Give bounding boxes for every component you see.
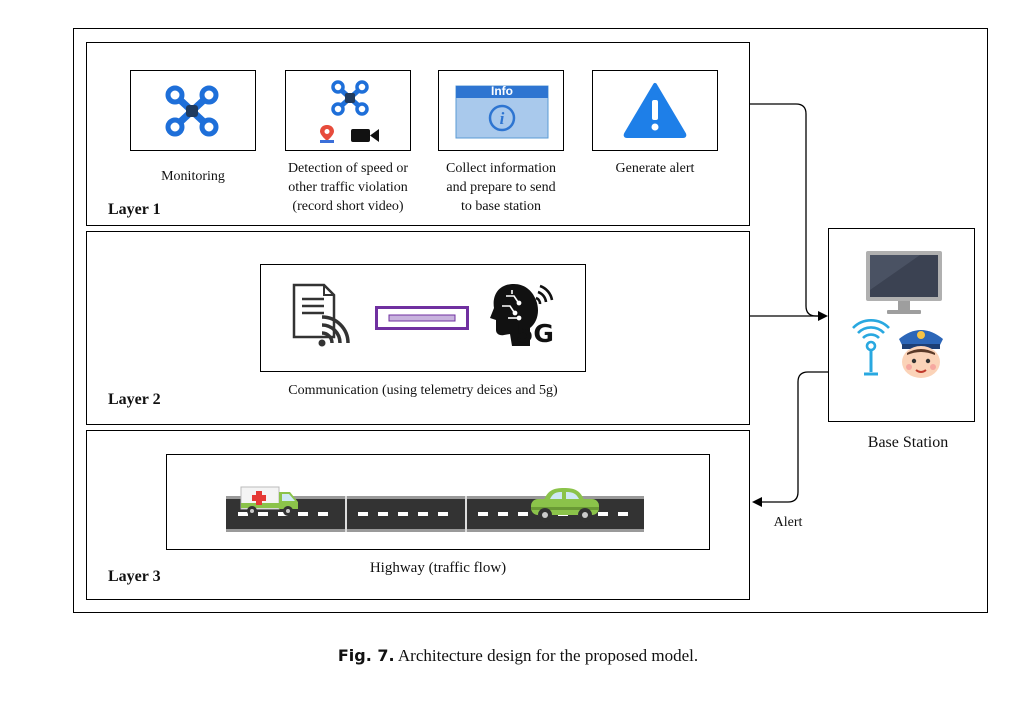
detection-box xyxy=(285,70,411,151)
communication-caption: Communication (using telemetry deices an… xyxy=(288,383,558,398)
monitor-icon xyxy=(866,251,942,314)
collect-info-caption: Collect information and prepare to send … xyxy=(445,161,557,214)
5g-head-icon xyxy=(490,284,554,346)
generate-alert-caption: Generate alert xyxy=(615,161,695,176)
modem-icon xyxy=(375,306,469,330)
ambulance-icon xyxy=(240,486,298,516)
antenna-icon xyxy=(852,319,890,376)
location-pin-icon xyxy=(320,125,334,143)
figure-caption: Fig. 7. Architecture design for the prop… xyxy=(0,646,1036,666)
5g-label: 5G xyxy=(516,319,554,348)
highway-caption: Highway (traffic flow) xyxy=(369,560,507,576)
detection-caption: Detection of speed or other traffic viol… xyxy=(287,161,409,214)
telemetry-device-icon xyxy=(292,283,350,347)
drone-camera-icon xyxy=(331,80,369,116)
info-icon: i xyxy=(455,85,549,139)
layer-3-label: Layer 3 xyxy=(108,568,161,585)
monitoring-caption: Monitoring xyxy=(161,169,225,184)
warning-icon xyxy=(623,83,687,138)
police-officer-icon xyxy=(899,330,943,378)
svg-text:i: i xyxy=(500,109,505,128)
drone-icon xyxy=(165,85,219,137)
info-icon-label: Info xyxy=(491,84,513,98)
figure-caption-text: Architecture design for the proposed mod… xyxy=(397,646,699,665)
base-station-label: Base Station xyxy=(867,434,949,451)
alert-label: Alert xyxy=(773,515,803,530)
figure-number: Fig. 7. xyxy=(337,646,395,665)
layer-2-label: Layer 2 xyxy=(108,391,161,408)
layer-1-label: Layer 1 xyxy=(108,201,161,218)
car-icon xyxy=(531,488,599,522)
video-camera-icon xyxy=(351,129,379,142)
